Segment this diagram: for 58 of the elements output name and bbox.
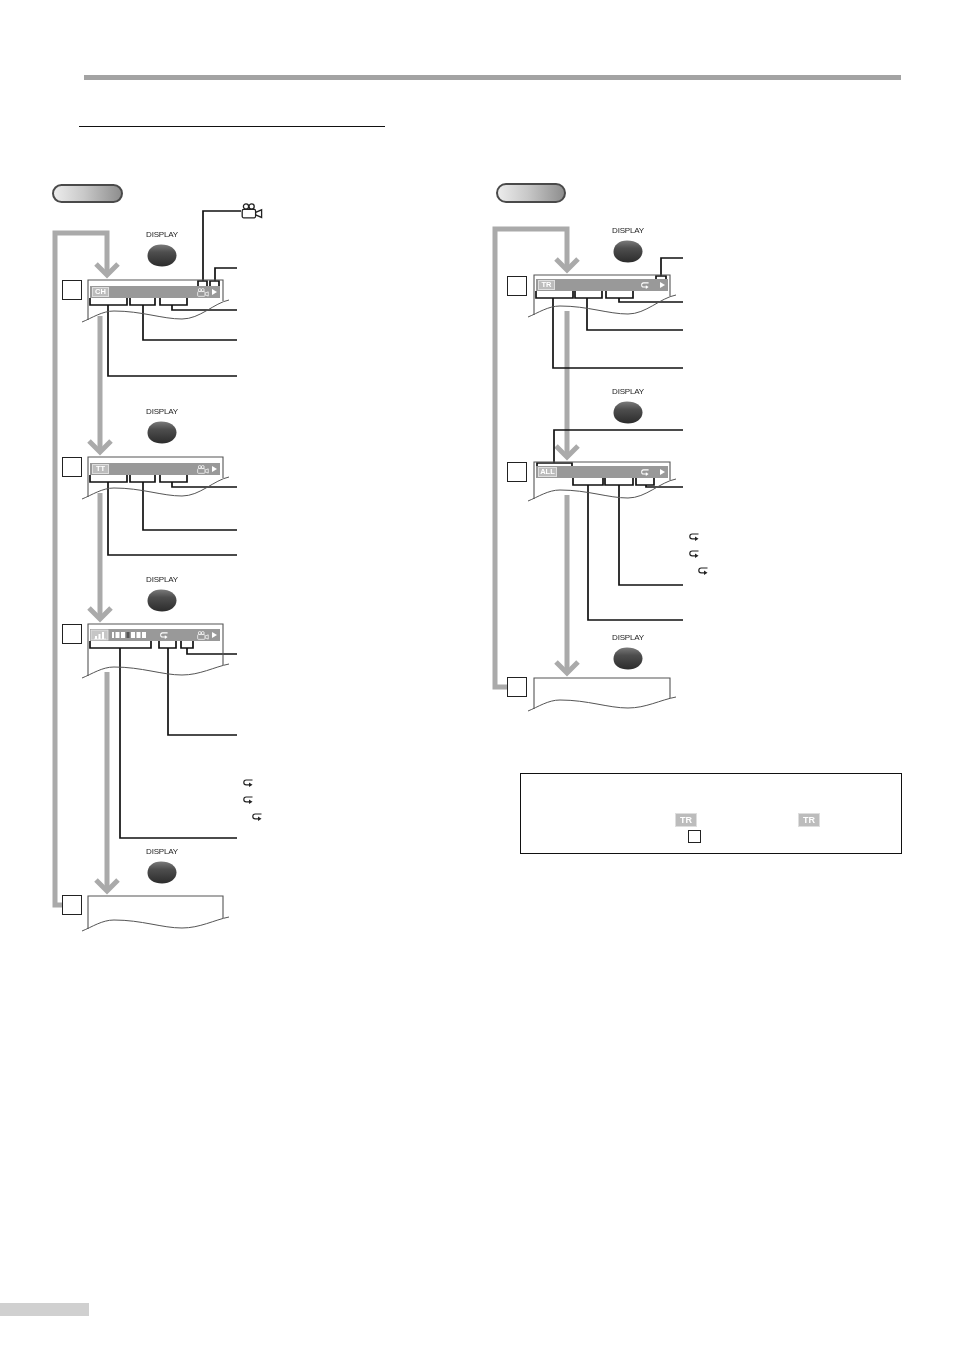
flow-arrow: [52, 230, 121, 908]
tv-screen: [82, 623, 229, 680]
leader-line: [574, 290, 684, 331]
leader-line: [159, 297, 238, 311]
header-pill: [52, 184, 123, 203]
tv-screen: [528, 677, 676, 713]
leader-line: [89, 297, 238, 377]
leader-line: [129, 297, 238, 341]
tv-screen: [528, 274, 676, 319]
leader-line: [572, 477, 684, 621]
flow-arrow: [86, 493, 114, 622]
tv-screen: [528, 461, 676, 503]
step-box: [688, 830, 701, 843]
tv-screen: [82, 456, 229, 501]
leader-line: [605, 290, 684, 303]
leader-line: [655, 257, 684, 280]
leader-line: [159, 474, 238, 488]
button-label: DISPLAY: [612, 226, 644, 236]
osd-bar: [90, 286, 220, 298]
leader-line: [635, 477, 684, 488]
flow-arrow: [553, 311, 581, 460]
button-label: DISPLAY: [146, 575, 178, 585]
leader-line: [89, 640, 238, 839]
osd-bar: [536, 466, 668, 478]
note-box: [520, 773, 902, 854]
step-box: [62, 624, 82, 644]
leader-line: [536, 429, 684, 467]
step-box: [507, 462, 527, 482]
leader-line: [197, 210, 242, 287]
flow-arrow: [492, 226, 581, 690]
button-label: DISPLAY: [146, 847, 178, 857]
leader-line: [604, 477, 684, 586]
leader-line: [535, 290, 684, 369]
flow-arrow: [553, 495, 581, 676]
leader-line: [89, 474, 238, 556]
osd-tag: TR: [798, 813, 820, 827]
button-label: DISPLAY: [612, 387, 644, 397]
step-box: [62, 280, 82, 300]
flow-arrow: [86, 316, 114, 455]
osd-bar: [90, 629, 220, 641]
step-box: [62, 895, 82, 915]
button-label: DISPLAY: [146, 230, 178, 240]
step-box: [507, 276, 527, 296]
osd-bar: [90, 463, 220, 475]
step-box: [507, 677, 527, 697]
step-box: [62, 457, 82, 477]
osd-bar: [536, 279, 668, 291]
leader-line: [209, 267, 238, 287]
flow-arrow: [93, 672, 121, 894]
tv-screen: [82, 279, 229, 324]
leader-line: [180, 640, 238, 655]
leader-line: [129, 474, 238, 531]
leader-line: [158, 640, 238, 736]
button-label: DISPLAY: [146, 407, 178, 417]
header-pill: [496, 183, 566, 203]
tv-screen: [82, 895, 229, 933]
osd-tag: TR: [675, 813, 697, 827]
button-label: DISPLAY: [612, 633, 644, 643]
